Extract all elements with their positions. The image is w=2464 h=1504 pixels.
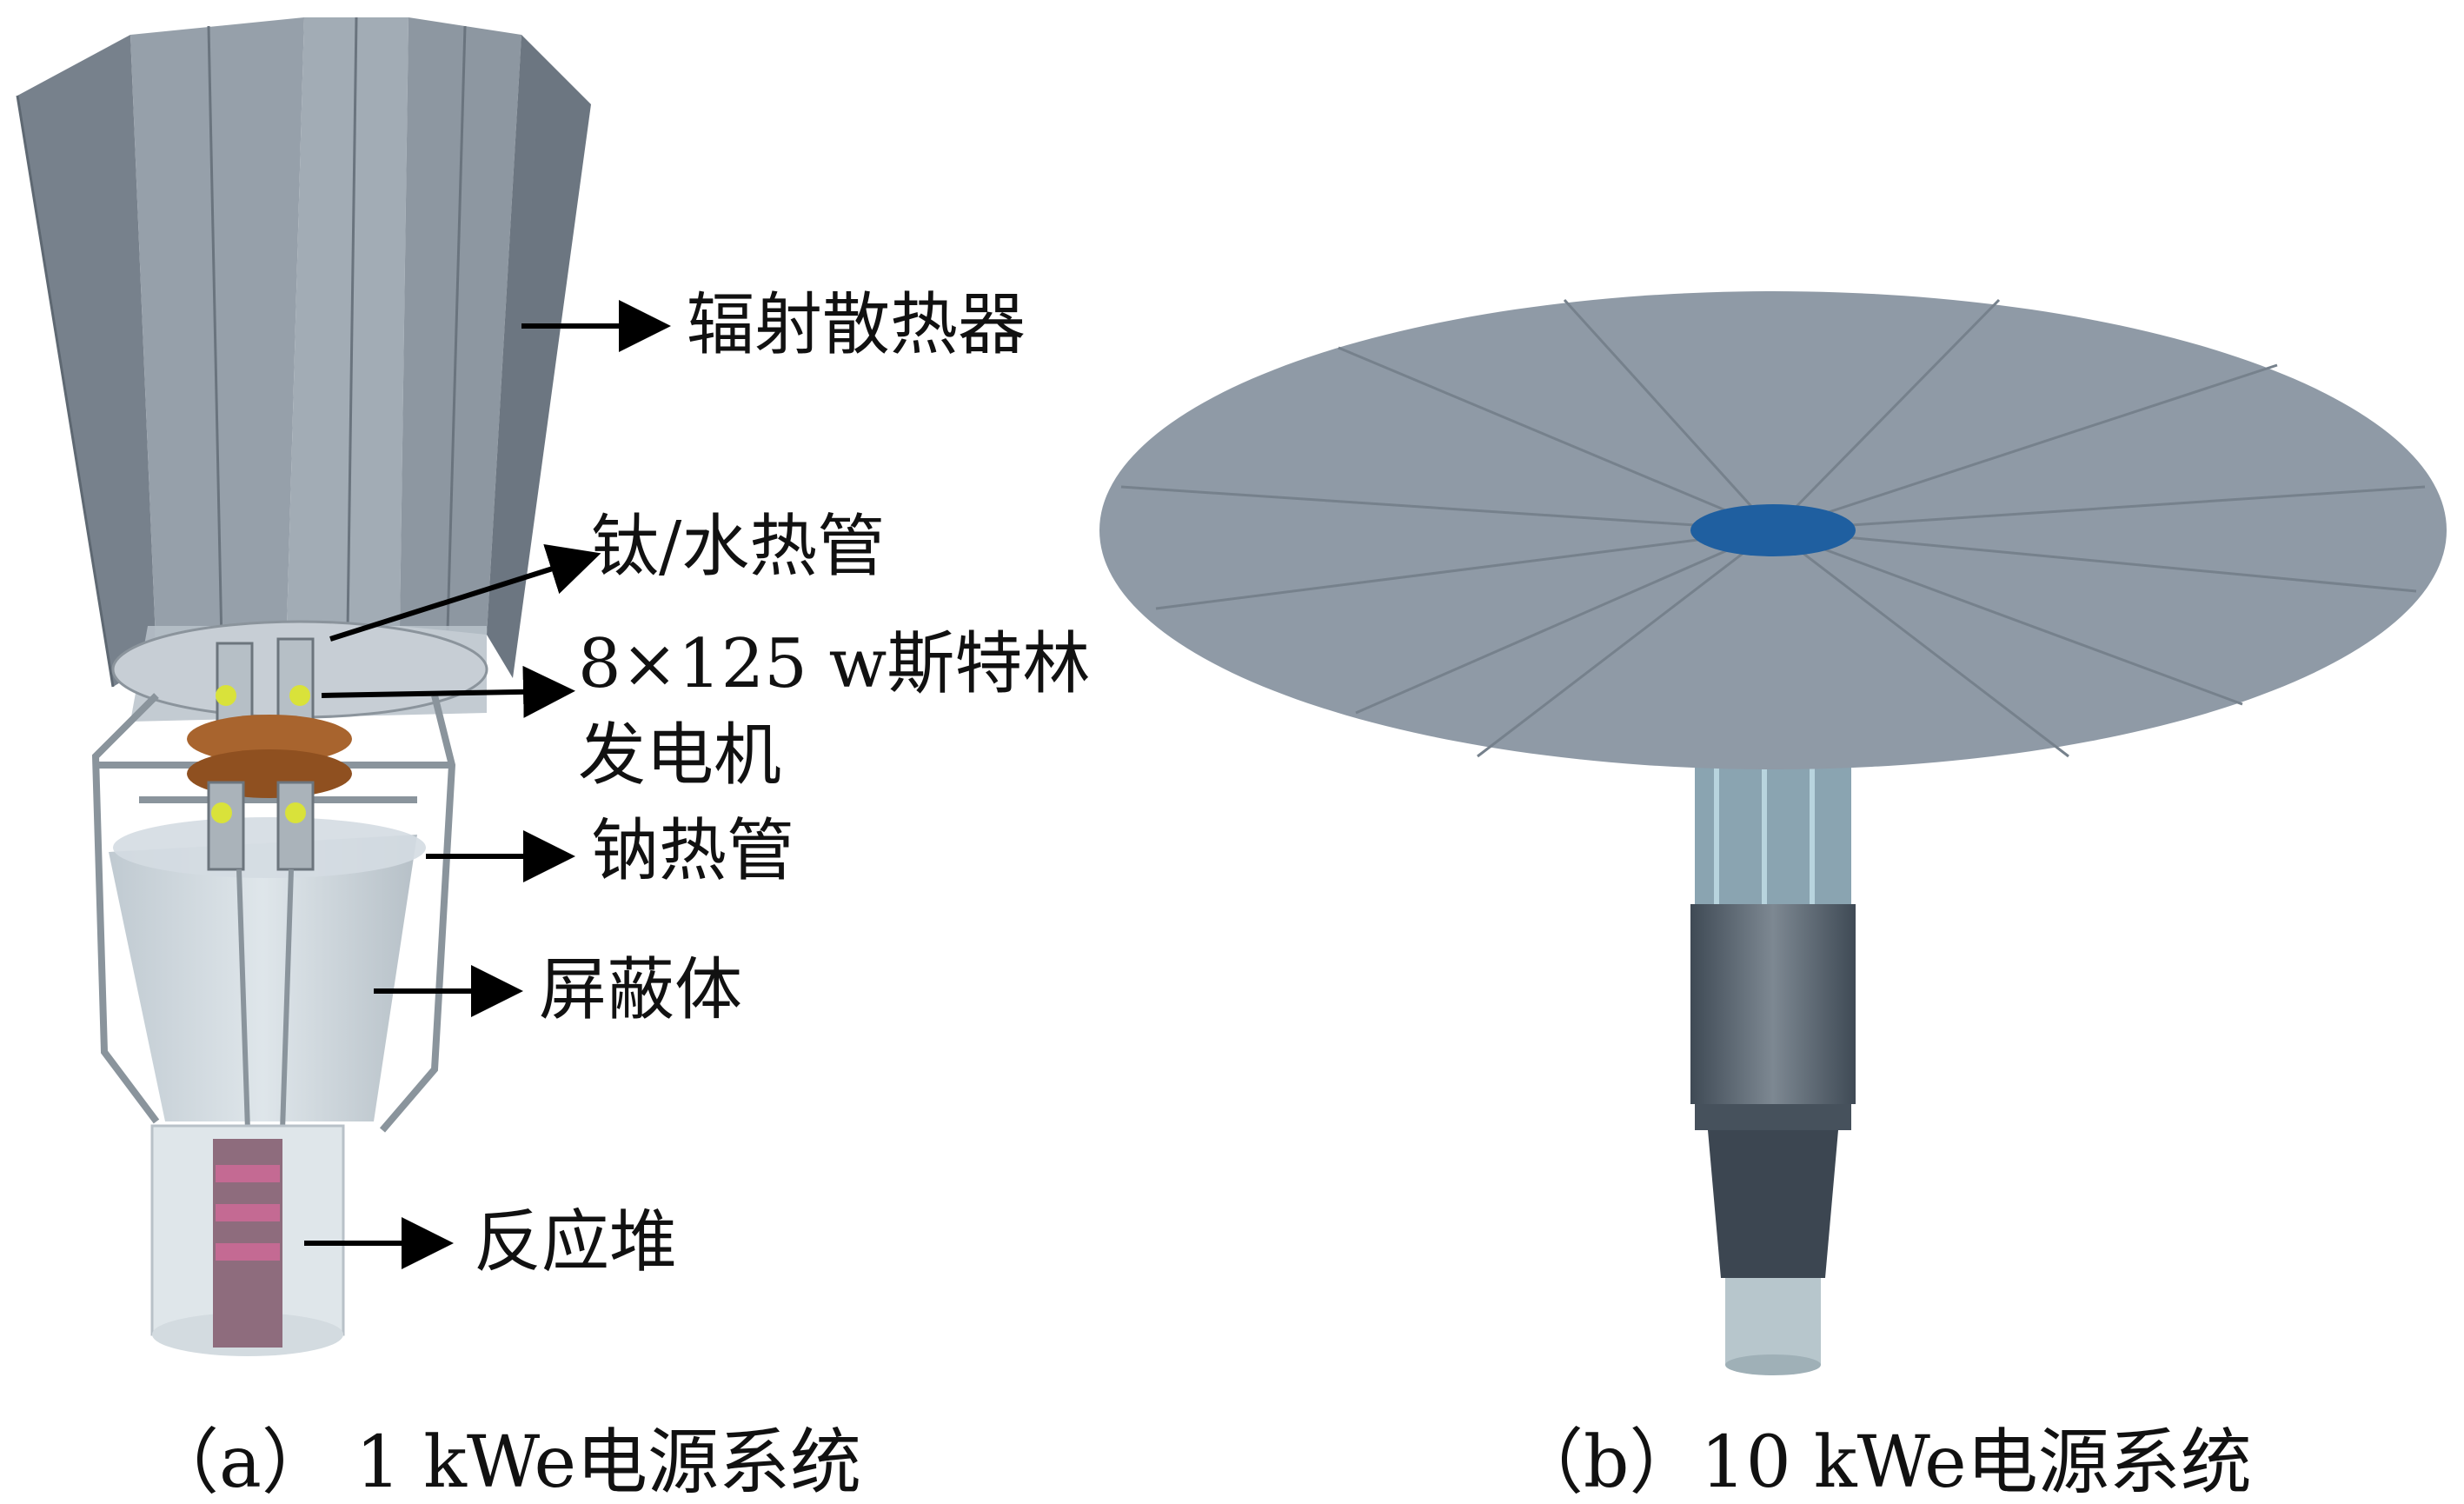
caption-b: （b）10 kWe电源系统 [1512,1421,2252,1504]
figure-b: （b）10 kWe电源系统 [1099,291,2447,1504]
disc-radiator [1099,291,2447,769]
label-stirling-line2: 发电机 [578,716,781,795]
labels-a: 辐射散热器 钛/水热管 8×125 w斯特林 发电机 钠热管 屏蔽体 反应堆 [304,286,1090,1281]
label-reactor: 反应堆 [474,1203,677,1281]
figure-a: 辐射散热器 钛/水热管 8×125 w斯特林 发电机 钠热管 屏蔽体 反应堆 （… [16,17,1090,1504]
sodium-heat-pipes [236,868,294,1131]
label-shield: 屏蔽体 [539,951,742,1029]
label-radiator: 辐射散热器 [687,286,1026,364]
arrow-ti-water [329,543,601,642]
shield-body [109,835,417,1121]
column-assembly [1690,765,1856,1375]
radiator-panels [16,17,591,722]
label-sodium-heat-pipe: 钠热管 [591,812,794,890]
stirling-generators [187,637,352,871]
disc-center-hub [1690,504,1856,556]
arrow-stirling [321,665,575,718]
label-stirling-line1: 8×125 w斯特林 [578,625,1090,703]
caption-a: （a） 1 kWe电源系统 [148,1421,861,1504]
reactor [150,1124,345,1356]
label-ti-water-heat-pipe: 钛/水热管 [591,508,885,586]
